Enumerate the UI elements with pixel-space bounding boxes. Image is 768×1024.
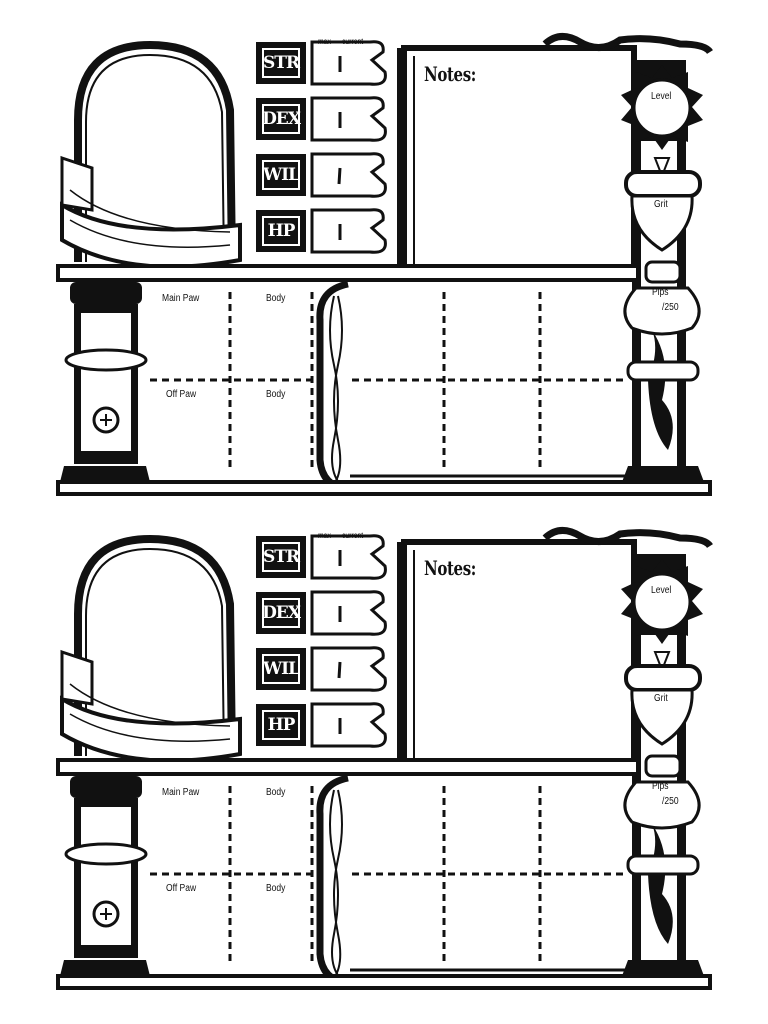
- stat-hp: HP: [256, 210, 306, 252]
- pips-pouch: [623, 754, 701, 830]
- stat-str: STR: [256, 536, 306, 578]
- grit-badge: [624, 157, 702, 252]
- body-slot-label: Body: [266, 293, 286, 304]
- stat-wil: WIL: [256, 648, 306, 690]
- body-slot-label: Body: [266, 389, 286, 400]
- max-column-label: max: [318, 531, 331, 540]
- inventory-grid: [150, 280, 624, 494]
- grit-label: Grit: [654, 693, 668, 704]
- character-sheet: max current STR DEX WIL HP Notes: Level …: [0, 0, 768, 496]
- main-paw-label: Main Paw: [162, 293, 200, 304]
- stat-hp: HP: [256, 704, 306, 746]
- sheet-frame: [56, 33, 713, 496]
- stat-str: STR: [256, 42, 306, 84]
- left-pillar: [60, 282, 150, 482]
- pips-pouch: [623, 260, 701, 336]
- stat-dex: DEX: [256, 98, 306, 140]
- level-label: Level: [651, 91, 672, 102]
- stat-label: DEX: [262, 104, 301, 134]
- body-slot-label: Body: [266, 787, 286, 798]
- portrait-frame: [74, 534, 236, 757]
- stat-label: HP: [262, 216, 300, 246]
- right-pillar: [621, 554, 704, 976]
- right-pillar: [621, 60, 704, 482]
- grit-label: Grit: [654, 199, 668, 210]
- stat-label: WIL: [262, 160, 300, 190]
- stat-dex: DEX: [256, 592, 306, 634]
- current-column-label: current: [342, 531, 364, 540]
- name-banner: [60, 201, 242, 269]
- level-badge: [621, 559, 703, 644]
- notes-title: Notes:: [424, 556, 476, 580]
- stat-label: STR: [262, 48, 300, 78]
- stat-label: HP: [262, 710, 300, 740]
- character-sheet: max current STR DEX WIL HP Notes: Level …: [0, 494, 768, 990]
- stat-tracks: [310, 40, 387, 254]
- pips-label: Pips: [652, 781, 669, 792]
- name-banner: [60, 695, 242, 763]
- stat-label: STR: [262, 542, 300, 572]
- stat-label: DEX: [262, 598, 301, 628]
- off-paw-label: Off Paw: [166, 389, 197, 400]
- left-pillar: [60, 776, 150, 976]
- sheet-frame: [56, 527, 713, 990]
- level-badge: [621, 65, 703, 150]
- pips-max: /250: [662, 302, 679, 313]
- current-column-label: current: [342, 37, 364, 46]
- notes-title: Notes:: [424, 62, 476, 86]
- stat-wil: WIL: [256, 154, 306, 196]
- stat-tracks: [310, 534, 387, 748]
- main-paw-label: Main Paw: [162, 787, 200, 798]
- pips-max: /250: [662, 796, 679, 807]
- off-paw-label: Off Paw: [166, 883, 197, 894]
- body-slot-label: Body: [266, 883, 286, 894]
- portrait-frame: [74, 40, 236, 263]
- level-label: Level: [651, 585, 672, 596]
- stat-label: WIL: [262, 654, 300, 684]
- grit-badge: [624, 651, 702, 746]
- inventory-grid: [150, 774, 624, 988]
- notes-panel: [401, 539, 637, 767]
- pips-label: Pips: [652, 287, 669, 298]
- max-column-label: max: [318, 37, 331, 46]
